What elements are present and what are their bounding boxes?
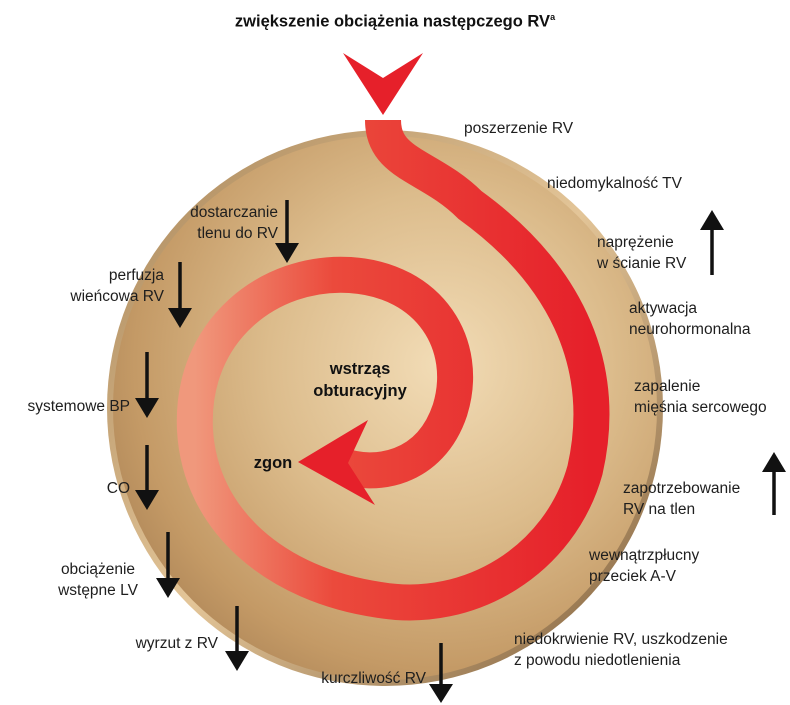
label-tv-insufficiency: niedomykalność TV bbox=[547, 175, 682, 192]
down-arrow-icon bbox=[135, 352, 159, 418]
label-o2-demand: zapotrzebowanie RV na tlen bbox=[623, 480, 741, 518]
up-arrow-icon bbox=[700, 210, 724, 275]
title-text: zwiększenie obciążenia następczego RV bbox=[234, 12, 551, 31]
label-coronary-perfusion: perfuzja wieńcowa RV bbox=[70, 267, 164, 305]
death-label: zgon bbox=[253, 454, 293, 472]
label-co: CO bbox=[106, 480, 130, 497]
label-o2-delivery: dostarczanie tlenu do RV bbox=[190, 204, 278, 242]
down-arrow-icon bbox=[429, 643, 453, 703]
down-arrow-icon bbox=[225, 606, 249, 671]
label-neurohormonal: aktywacja neurohormonalna bbox=[629, 300, 751, 338]
spiral-band bbox=[176, 118, 610, 621]
spiral-arrowhead-icon bbox=[298, 420, 375, 505]
label-rv-output: wyrzut z RV bbox=[135, 635, 218, 652]
label-myocarditis: zapalenie mięśnia sercowego bbox=[634, 378, 767, 416]
label-wall-tension: naprężenie w ścianie RV bbox=[597, 234, 687, 272]
shock-label: wstrząs obturacyjny bbox=[313, 360, 407, 400]
entry-chevron-icon bbox=[343, 53, 423, 115]
up-arrow-icon bbox=[762, 452, 786, 515]
label-rv-dilation: poszerzenie RV bbox=[464, 120, 574, 137]
label-systemic-bp: systemowe BP bbox=[27, 398, 130, 415]
title-superscript: a bbox=[550, 12, 556, 22]
down-arrow-icon bbox=[156, 532, 180, 598]
down-arrow-icon bbox=[135, 445, 159, 510]
label-lv-preload: obciążenie wstępne LV bbox=[58, 561, 138, 599]
diagram-title: zwiększenie obciążenia następczego RVa bbox=[0, 12, 790, 32]
label-rv-contractility: kurczliwość RV bbox=[321, 670, 426, 687]
label-rv-ischemia: niedokrwienie RV, uszkodzenie z powodu n… bbox=[514, 631, 728, 669]
label-av-shunt: wewnątrzpłucny przeciek A-V bbox=[589, 547, 700, 585]
down-arrow-icon bbox=[275, 200, 299, 263]
down-arrow-icon bbox=[168, 262, 192, 328]
